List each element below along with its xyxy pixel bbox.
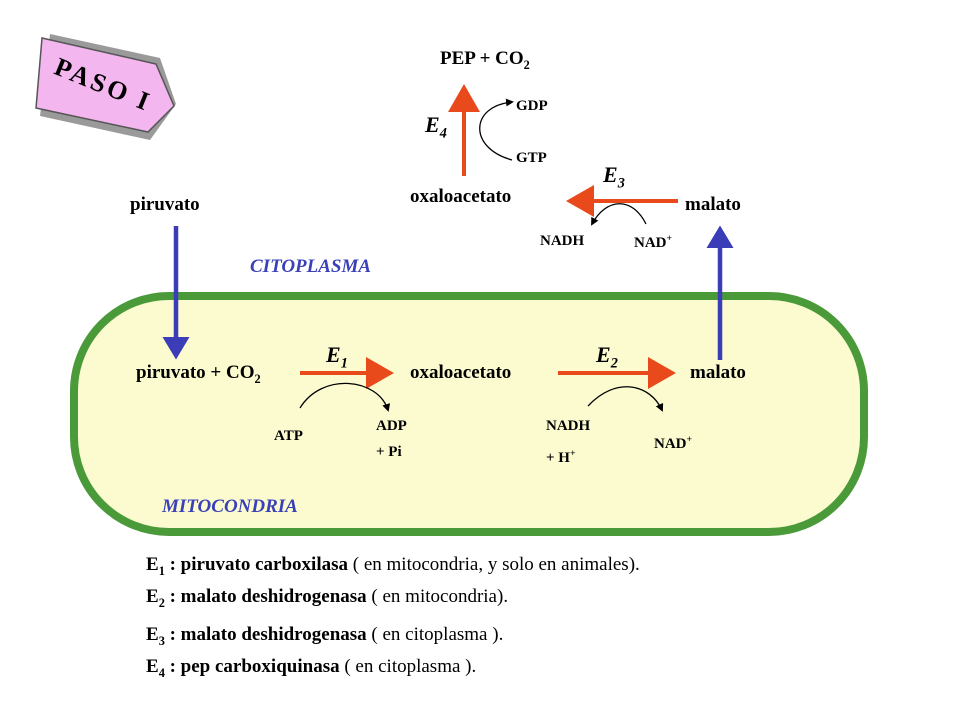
oxaloacetate-cytoplasm-label: oxaloacetato bbox=[410, 186, 512, 207]
oxaloacetate-mito-label: oxaloacetato bbox=[410, 362, 512, 383]
cytoplasm-region-label: CITOPLASMA bbox=[250, 256, 372, 277]
e4-label: E4 bbox=[425, 112, 447, 142]
nadh-nad-curve-mito bbox=[587, 386, 664, 412]
legend-e3: E3 : malato deshidrogenasa ( en citoplas… bbox=[146, 624, 504, 648]
atp-adp-curve bbox=[299, 382, 391, 412]
legend-e2: E2 : malato deshidrogenasa ( en mitocond… bbox=[146, 586, 509, 610]
paso-banner bbox=[35, 34, 176, 140]
nad-mito-label: NAD+ bbox=[654, 434, 693, 452]
gtp-gdp-curve bbox=[479, 98, 514, 161]
nad-nadh-curve-cyto bbox=[591, 203, 647, 226]
pyruvate-co2-label: piruvato + CO2 bbox=[136, 362, 261, 386]
nadh-mito-label: NADH bbox=[546, 418, 591, 434]
e1-label: E1 bbox=[326, 342, 348, 372]
malate-mito-label: malato bbox=[690, 362, 746, 383]
e2-label: E2 bbox=[596, 342, 618, 372]
nad-cytoplasm-label: NAD+ bbox=[634, 233, 673, 251]
mitochondrion-membrane bbox=[70, 292, 868, 536]
nadh-cytoplasm-label: NADH bbox=[540, 233, 585, 249]
pi-label: + Pi bbox=[376, 444, 402, 460]
legend-e4: E4 : pep carboxiquinasa ( en citoplasma … bbox=[146, 656, 477, 680]
mitochondria-region-label: MITOCONDRIA bbox=[162, 496, 298, 517]
pep-co2-label: PEP + CO2 bbox=[440, 48, 530, 72]
adp-label: ADP bbox=[376, 418, 407, 434]
gdp-label: GDP bbox=[516, 98, 548, 114]
malate-cytoplasm-label: malato bbox=[685, 194, 741, 215]
atp-label: ATP bbox=[274, 428, 303, 444]
e3-label: E3 bbox=[603, 162, 625, 192]
pyruvate-cytoplasm-label: piruvato bbox=[130, 194, 200, 215]
legend-e1: E1 : piruvato carboxilasa ( en mitocondr… bbox=[146, 554, 640, 578]
h-plus-label: + H+ bbox=[546, 448, 576, 466]
gtp-label: GTP bbox=[516, 150, 547, 166]
